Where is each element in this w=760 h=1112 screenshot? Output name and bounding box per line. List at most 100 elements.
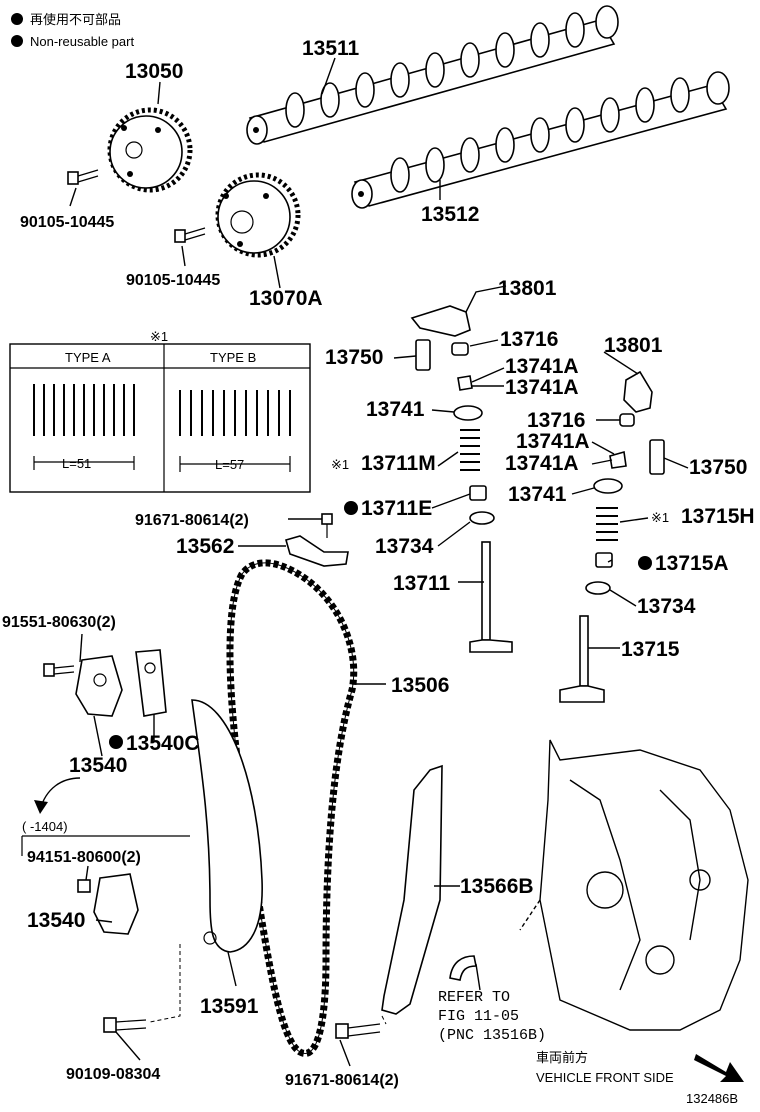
- arrow-indicator-icon: [34, 777, 81, 814]
- reference-line-3: (PNC 13516B): [438, 1027, 546, 1044]
- bolt-91671-b-drawing: [335, 1023, 381, 1039]
- chain-guide-13566B-drawing: [381, 764, 443, 1015]
- label-13506: 13506: [391, 674, 449, 697]
- retainer-13741-b-drawing: [593, 478, 623, 494]
- nut-94151-drawing: [77, 879, 91, 893]
- label-13715: 13715: [621, 638, 680, 661]
- shim-13716-a-drawing: [451, 342, 469, 356]
- label-90109-08304: 90109-08304: [66, 1066, 160, 1083]
- keeper-13741A-a-drawing: [457, 375, 473, 391]
- label-13801-b: 13801: [604, 334, 663, 357]
- vehicle-front-jp: 車両前方: [536, 1050, 588, 1065]
- reference-line-2: FIG 11-05: [438, 1008, 519, 1025]
- label-13050: 13050: [125, 60, 183, 83]
- type-note-mark: ※1: [150, 329, 168, 344]
- bolt-90105-b-drawing: [174, 227, 206, 243]
- label-13741A-a: 13741A: [505, 355, 579, 378]
- shim-13716-b-drawing: [619, 413, 635, 427]
- reference-line-1: REFER TO: [438, 989, 510, 1006]
- label-90105-10445-a: 90105-10445: [20, 214, 114, 231]
- valve-13715-drawing: [559, 615, 605, 703]
- chain-tensioner-13540-b-drawing: [93, 873, 139, 935]
- legend-jp: 再使用不可部品: [30, 12, 121, 27]
- type-a-label: TYPE A: [65, 350, 111, 365]
- type-a-length: L=51: [62, 456, 91, 471]
- label-13711: 13711: [393, 572, 451, 595]
- bolt-91671-a-drawing: [321, 513, 333, 538]
- type-b-length: L=57: [215, 457, 244, 472]
- label-90105-10445-b: 90105-10445: [126, 272, 220, 289]
- label-13540-b: 13540: [27, 909, 85, 932]
- label-13715H: 13715H: [681, 505, 755, 528]
- label-13750-b: 13750: [689, 456, 747, 479]
- spring-13711M-drawing: [460, 429, 480, 471]
- rocker-arm-13801-b-drawing: [623, 370, 653, 413]
- type-note-mark-13711M: ※1: [331, 457, 349, 472]
- label-13562: 13562: [176, 535, 234, 558]
- retainer-13741-a-drawing: [453, 405, 483, 421]
- seat-13734-a-drawing: [469, 511, 495, 525]
- lash-adjuster-13750-b-drawing: [649, 439, 665, 475]
- non-reusable-bullet-icon: [344, 501, 358, 515]
- rocker-arm-13801-a-drawing: [410, 305, 471, 337]
- slipper-13591-drawing: [191, 699, 263, 953]
- non-reusable-bullet-icon: [638, 556, 652, 570]
- valve-13711-drawing: [469, 541, 513, 653]
- label-13511: 13511: [302, 37, 360, 60]
- label-13734-b: 13734: [637, 595, 696, 618]
- label-91671-80614-a: 91671-80614(2): [135, 512, 249, 529]
- non-reusable-bullet-icon: [109, 735, 123, 749]
- seat-13734-b-drawing: [585, 581, 611, 595]
- label-13801-a: 13801: [498, 277, 557, 300]
- chain-tensioner-13540-a-drawing: [75, 655, 123, 717]
- engine-block-drawing: [519, 739, 749, 1031]
- keeper-13741A-b-drawing: [609, 450, 627, 469]
- label-13540C: 13540C: [126, 732, 200, 755]
- lash-adjuster-13750-a-drawing: [415, 339, 431, 371]
- type-note-mark-13715H: ※1: [651, 510, 669, 525]
- vvt-gear-13070A-drawing: [215, 172, 301, 258]
- label-13741-b: 13741: [508, 483, 567, 506]
- label-13741A-d: 13741A: [505, 452, 579, 475]
- label-13741A-c: 13741A: [516, 430, 590, 453]
- front-direction-arrow-icon: [694, 1054, 744, 1082]
- label-13070A: 13070A: [249, 287, 323, 310]
- legend-en: Non-reusable part: [30, 34, 134, 49]
- label-91551-80630: 91551-80630(2): [2, 614, 116, 631]
- gasket-13540C-drawing: [135, 649, 167, 717]
- spring-type-table: [9, 343, 311, 493]
- bolt-91551-drawing: [43, 663, 75, 677]
- label-13711E: 13711E: [361, 497, 432, 520]
- oil-pipe-drawing: [449, 955, 477, 981]
- label-13750-a: 13750: [325, 346, 383, 369]
- label-91671-80614-b: 91671-80614(2): [285, 1072, 399, 1089]
- label-94151-80600: 94151-80600(2): [27, 849, 141, 866]
- label-13741-a: 13741: [366, 398, 425, 421]
- label-13512: 13512: [421, 203, 479, 226]
- label-13741A-b: 13741A: [505, 376, 579, 399]
- label-13715A: 13715A: [655, 552, 729, 575]
- bolt-90105-a-drawing: [67, 169, 99, 185]
- non-reusable-bullet-icon: [11, 35, 23, 47]
- seal-13715A-drawing: [595, 552, 613, 568]
- label-13566B: 13566B: [460, 875, 534, 898]
- label-13716-b: 13716: [527, 409, 585, 432]
- bolt-90109-drawing: [103, 1017, 147, 1033]
- label-13591: 13591: [200, 995, 259, 1018]
- figure-id: 132486B: [686, 1091, 738, 1106]
- camshaft-13511-drawing: [246, 5, 619, 145]
- vehicle-front-en: VEHICLE FRONT SIDE: [536, 1070, 674, 1085]
- non-reusable-bullet-icon: [11, 13, 23, 25]
- label-13711M: 13711M: [361, 452, 436, 475]
- type-b-label: TYPE B: [210, 350, 256, 365]
- label-13540-a: 13540: [69, 754, 127, 777]
- camshaft-13512-drawing: [351, 71, 730, 209]
- chain-guide-13562-drawing: [285, 535, 349, 567]
- spring-13715H-drawing: [596, 507, 618, 541]
- vvt-gear-13050-drawing: [107, 107, 193, 193]
- leader-lines: [69, 57, 689, 1067]
- range-note: ( -1404): [22, 819, 68, 834]
- label-13734-a: 13734: [375, 535, 434, 558]
